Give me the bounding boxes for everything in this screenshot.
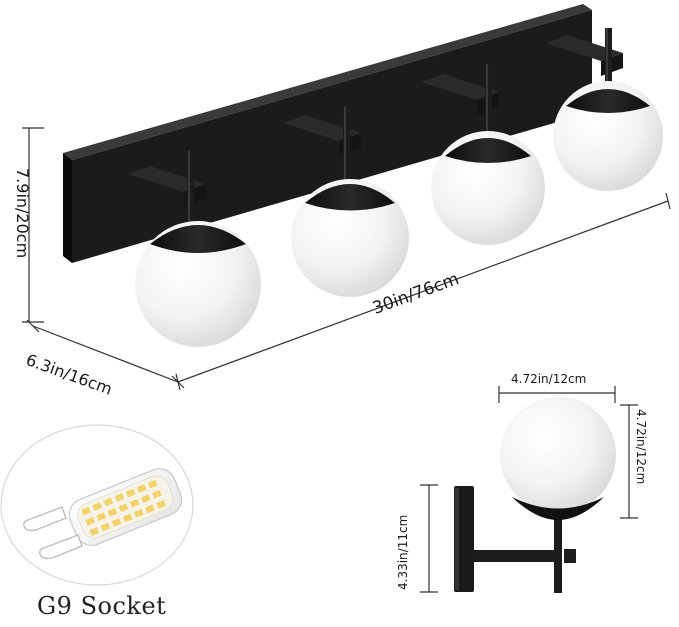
- arm-1: [128, 151, 206, 227]
- width-dimension-line: [175, 192, 671, 391]
- g9-pins: [23, 506, 83, 560]
- height-label: 7.9in/20cm: [13, 168, 32, 259]
- globe-width-dimension-line: [498, 386, 616, 403]
- globe-shade-1: [135, 221, 261, 347]
- arm-2: [283, 107, 361, 180]
- side-view-sconce: [454, 397, 616, 593]
- height-dimension-line: [22, 127, 44, 323]
- globe-shade-4: [553, 81, 663, 191]
- arm-3: [421, 64, 499, 138]
- projection-dimension-line: [420, 484, 438, 593]
- globe-shade-3: [431, 131, 545, 245]
- g9-bulb-illustration: [0, 424, 194, 586]
- globe-width-label: 4.72in/12cm: [511, 372, 587, 386]
- globe-shade-2: [291, 179, 409, 297]
- arm-4: [545, 28, 623, 98]
- socket-label: G9 Socket: [37, 592, 167, 620]
- globe-height-label: 4.72in/12cm: [634, 409, 648, 485]
- projection-label: 4.33in/11cm: [396, 514, 410, 590]
- globe-height-dimension-line: [620, 404, 638, 519]
- led-chips: [81, 479, 166, 536]
